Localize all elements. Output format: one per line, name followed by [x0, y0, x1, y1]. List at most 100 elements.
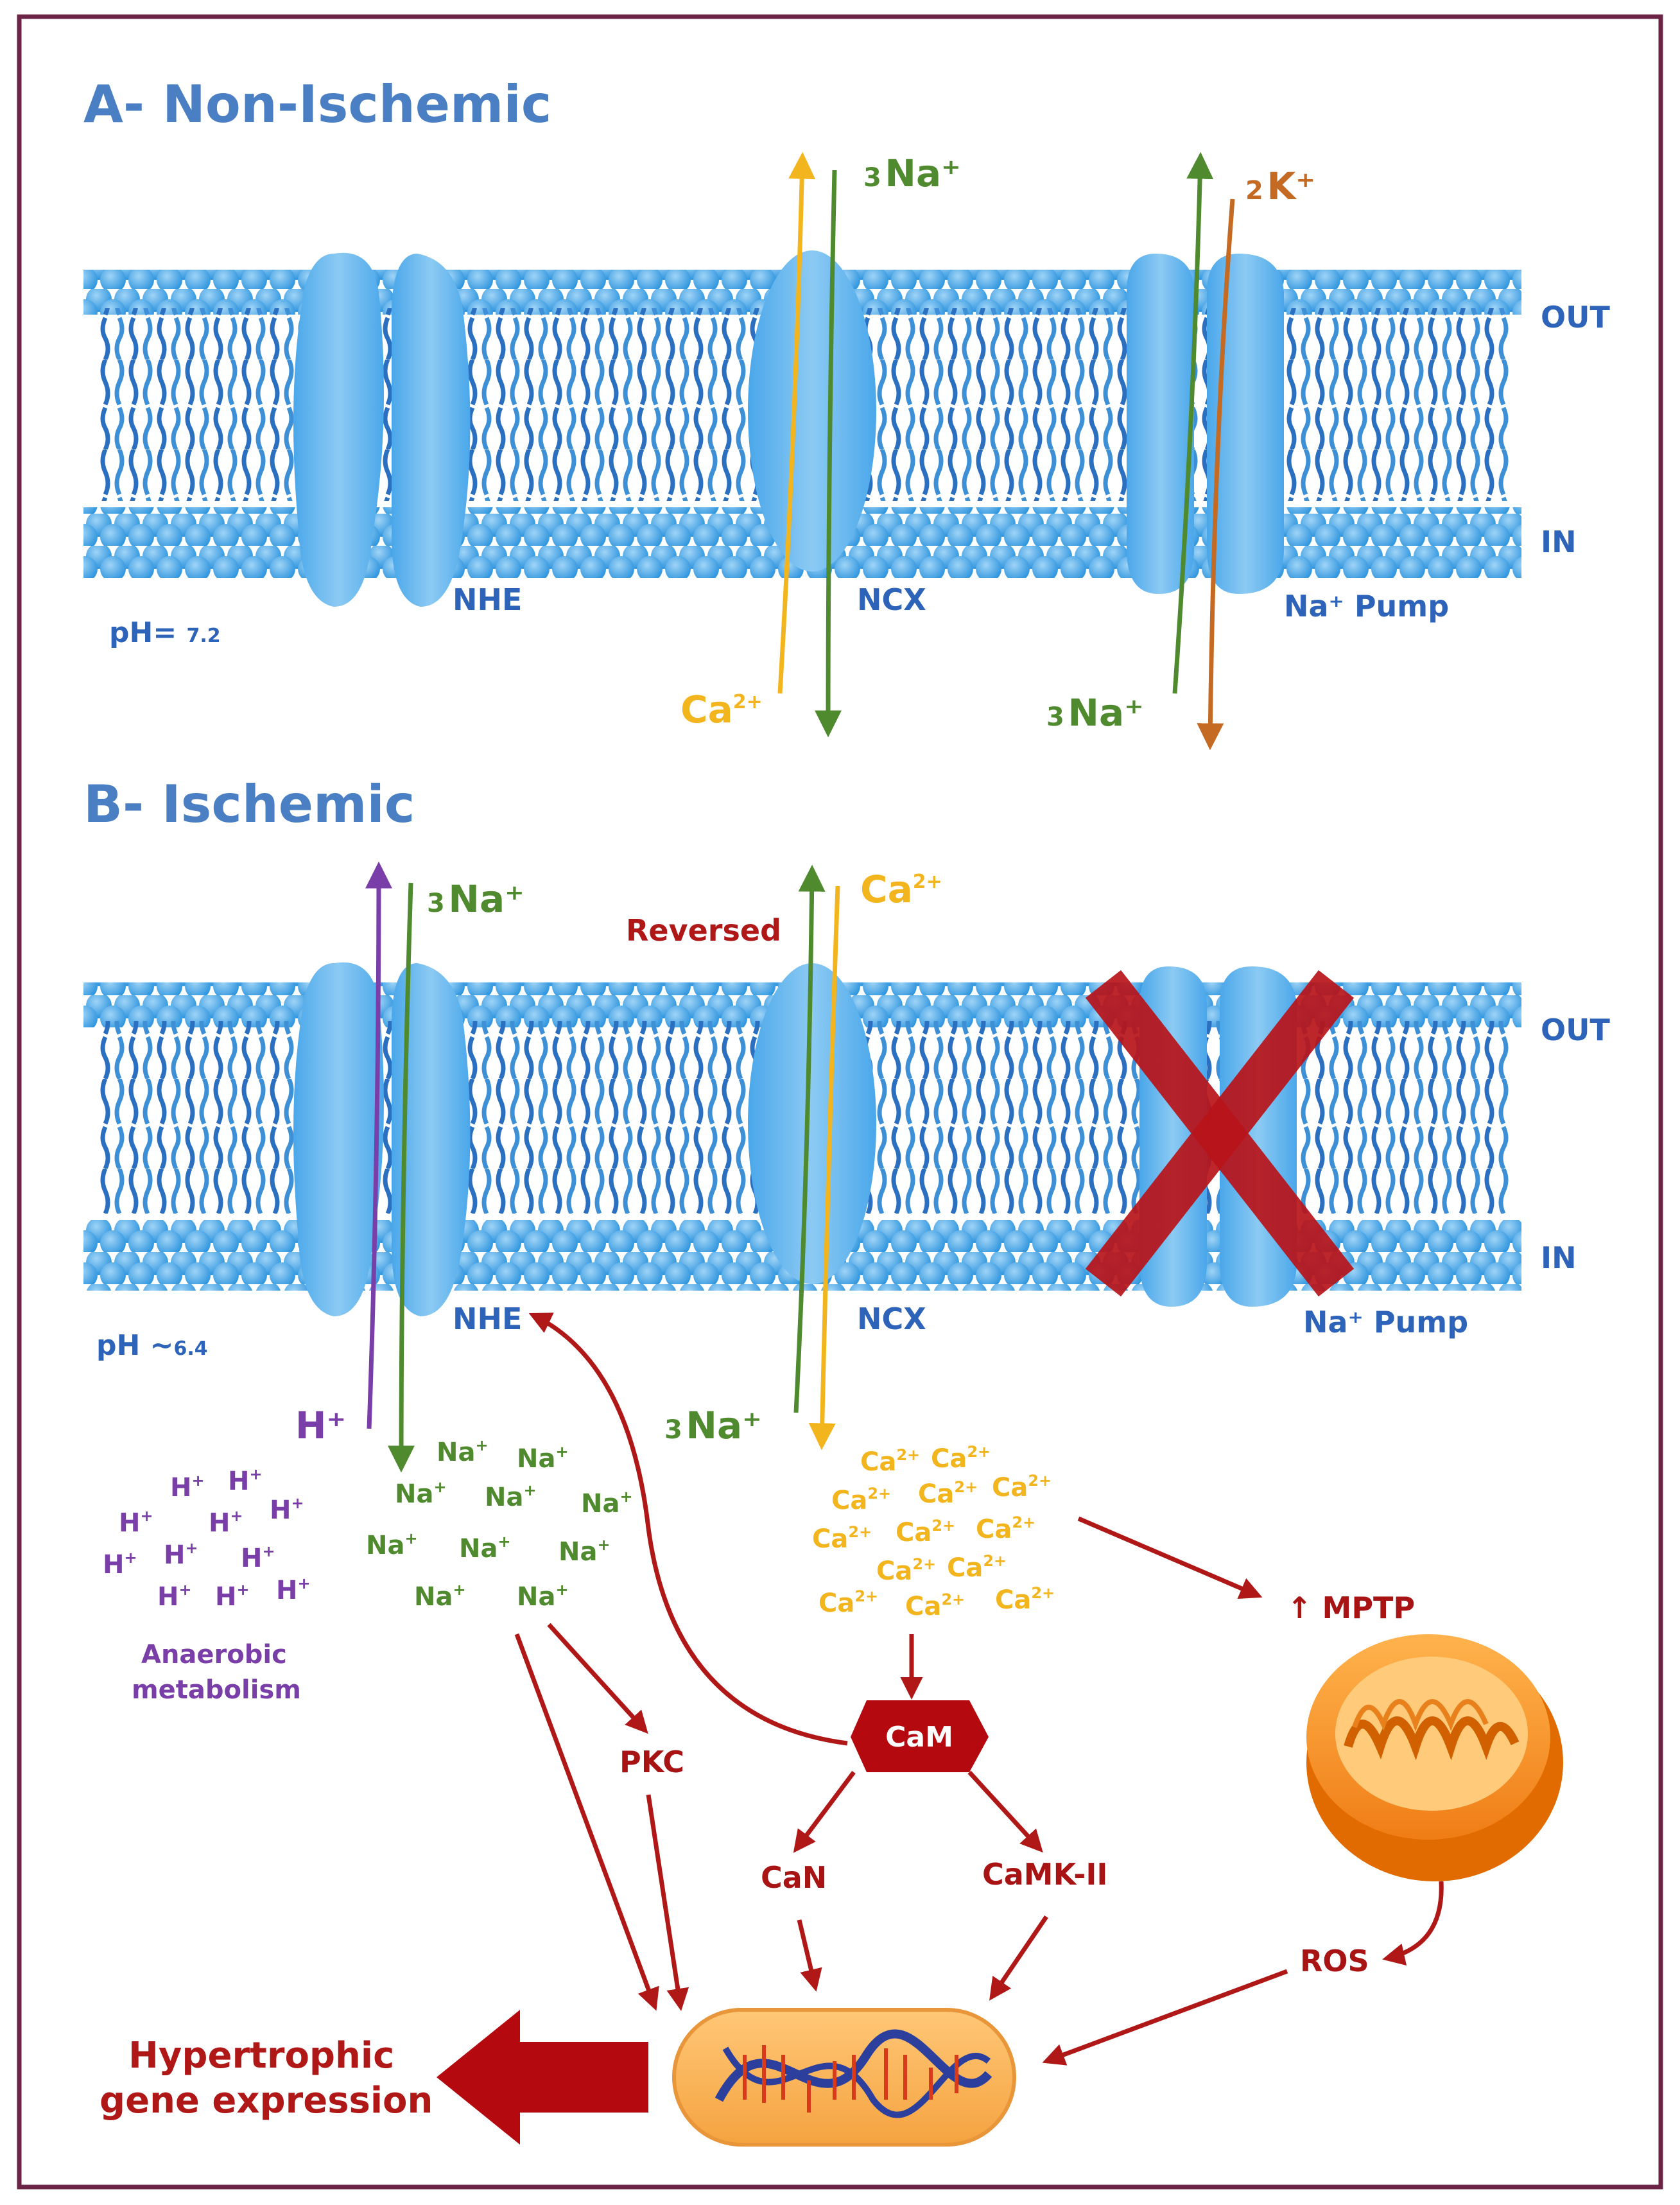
- svg-text:H+: H+: [157, 1581, 192, 1612]
- arrow-cam-to-can: [793, 1770, 856, 1853]
- nhe-na-out-b: 3 Na⁺: [427, 877, 524, 921]
- mptp-label: ↑ MPTP: [1287, 1591, 1415, 1625]
- in-label-a: IN: [1541, 525, 1577, 559]
- svg-text:Na+: Na+: [581, 1488, 633, 1519]
- reversed-label: Reversed: [626, 913, 781, 948]
- arrow-pkc-to-nucleus: [646, 1794, 689, 2011]
- svg-text:Ca2+: Ca2+: [992, 1472, 1052, 1503]
- ncx-ca-in-a: Ca2+: [680, 688, 763, 731]
- svg-text:Ca2+: Ca2+: [918, 1478, 978, 1509]
- svg-text:Ca2+: Ca2+: [976, 1513, 1035, 1544]
- hypertrophic-label-1: Hypertrophic: [128, 2035, 394, 2077]
- mitochondrion-icon: [1306, 1634, 1563, 1881]
- ros-label: ROS: [1300, 1944, 1369, 1978]
- nhe-protein-b-right: [392, 963, 471, 1316]
- svg-text:Na+: Na+: [459, 1533, 511, 1564]
- svg-text:Na+: Na+: [414, 1581, 466, 1612]
- signaling-arrows: [514, 1312, 1444, 2066]
- svg-text:Ca2+: Ca2+: [896, 1517, 955, 1547]
- svg-text:Ca2+: Ca2+: [812, 1523, 872, 1554]
- calcium-cloud: Ca2+ Ca2+ Ca2+ Ca2+ Ca2+ Ca2+ Ca2+ Ca2+ …: [812, 1443, 1055, 1621]
- pkc-label: PKC: [619, 1745, 684, 1779]
- svg-text:H+: H+: [215, 1581, 250, 1612]
- svg-text:H+: H+: [276, 1574, 311, 1605]
- svg-text:Ca2+: Ca2+: [831, 1485, 891, 1515]
- svg-text:Na+: Na+: [485, 1481, 537, 1512]
- arrow-cam-to-camk: [967, 1770, 1043, 1853]
- panel-a-title: A- Non-Ischemic: [83, 74, 551, 134]
- pump-label-b: Na⁺ Pump: [1303, 1305, 1468, 1339]
- nhe-label-a: NHE: [453, 582, 522, 617]
- svg-text:Ca2+: Ca2+: [905, 1591, 965, 1621]
- svg-text:H+: H+: [209, 1507, 243, 1538]
- svg-text:Ca2+: Ca2+: [931, 1443, 991, 1474]
- svg-text:Na+: Na+: [366, 1530, 418, 1560]
- cam-hexagon: [851, 1700, 989, 1772]
- arrow-na-to-pkc: [547, 1623, 648, 1734]
- anaerobic-label-2: metabolism: [132, 1675, 301, 1705]
- sodium-cloud: Na+ Na+ Na+ Na+ Na+ Na+ Na+ Na+ Na+ Na+: [366, 1436, 633, 1612]
- svg-text:Na+: Na+: [395, 1478, 447, 1509]
- svg-text:Ca2+: Ca2+: [876, 1555, 936, 1586]
- pump-k-arrow-a: [1197, 198, 1235, 751]
- nhe-h-in-b: H⁺: [295, 1404, 346, 1447]
- arrow-na-to-nucleus: [514, 1633, 659, 2011]
- ncx-na-in-b: 3 Na⁺: [664, 1404, 762, 1447]
- svg-text:H+: H+: [228, 1465, 263, 1496]
- svg-text:H+: H+: [241, 1542, 275, 1573]
- nucleus-dna-icon: [672, 2008, 1016, 2147]
- nhe-na-arrow-b: [388, 882, 415, 1473]
- hypertrophic-big-arrow: [437, 2010, 648, 2145]
- arrow-mito-to-ros: [1382, 1881, 1444, 1965]
- proton-cloud: H+ H+ H+ H+ H+ H+ H+ H+ H+ H+ H+: [103, 1465, 311, 1612]
- in-label-b: IN: [1541, 1241, 1577, 1275]
- panel-b: B- Ischemic OUT IN NHE NCX Na⁺ Pump pH ~…: [83, 774, 1610, 2147]
- svg-text:Na+: Na+: [517, 1581, 569, 1612]
- svg-text:Ca2+: Ca2+: [860, 1446, 920, 1477]
- svg-text:H+: H+: [164, 1539, 198, 1570]
- anaerobic-label-1: Anaerobic: [141, 1640, 287, 1669]
- ncx-na-arrow-b: [793, 864, 826, 1413]
- ncx-label-a: NCX: [857, 582, 926, 617]
- arrow-ros-to-nucleus: [1042, 1969, 1288, 2066]
- pump-protein-a-right: [1207, 254, 1284, 594]
- nhe-h-arrow-b: [365, 861, 392, 1429]
- nhe-label-b: NHE: [453, 1302, 522, 1336]
- svg-text:Ca2+: Ca2+: [947, 1552, 1007, 1583]
- ncx-protein-a: [748, 250, 876, 571]
- arrow-can-to-nucleus: [797, 1919, 822, 1992]
- svg-text:H+: H+: [270, 1494, 304, 1525]
- nhe-protein-a-left: [293, 252, 384, 607]
- nhe-protein-b-left: [293, 962, 384, 1316]
- panel-a: A- Non-Ischemic OUT IN NHE NCX Na⁺ Pump …: [83, 74, 1610, 751]
- svg-text:Na+: Na+: [437, 1436, 489, 1467]
- svg-text:H+: H+: [119, 1507, 153, 1538]
- ncx-ca-arrow-a: [777, 152, 816, 694]
- pump-na-arrow-a: [1172, 152, 1214, 694]
- nhe-protein-a-right: [392, 254, 471, 607]
- svg-text:Na+: Na+: [517, 1443, 569, 1474]
- svg-text:H+: H+: [170, 1472, 205, 1503]
- svg-text:Ca2+: Ca2+: [995, 1584, 1055, 1615]
- ncx-na-arrow-a: [815, 170, 842, 738]
- ncx-protein-b: [748, 963, 876, 1284]
- ph-label-b: pH ~6.4: [96, 1329, 208, 1362]
- camk-label: CaMK-II: [982, 1857, 1108, 1892]
- pump-protein-a-left: [1127, 254, 1194, 594]
- hypertrophic-label-2: gene expression: [100, 2080, 433, 2122]
- ncx-na-out-a: 3 Na⁺: [863, 152, 961, 195]
- pump-na-in-a: 3 Na⁺: [1046, 691, 1144, 735]
- panel-b-title: B- Ischemic: [83, 774, 415, 834]
- arrow-ca-to-mptp: [1077, 1516, 1263, 1599]
- svg-text:H+: H+: [103, 1549, 137, 1580]
- svg-text:Na+: Na+: [559, 1536, 611, 1567]
- pump-blocked-x-icon: [1085, 970, 1355, 1297]
- out-label-b: OUT: [1541, 1013, 1610, 1047]
- ncx-ca-arrow-b: [808, 885, 840, 1451]
- arrow-cam-to-nhe: [528, 1312, 848, 1746]
- svg-text:Ca2+: Ca2+: [818, 1587, 878, 1618]
- can-label: CaN: [761, 1860, 827, 1895]
- out-label-a: OUT: [1541, 300, 1610, 335]
- cam-label: CaM: [885, 1721, 953, 1754]
